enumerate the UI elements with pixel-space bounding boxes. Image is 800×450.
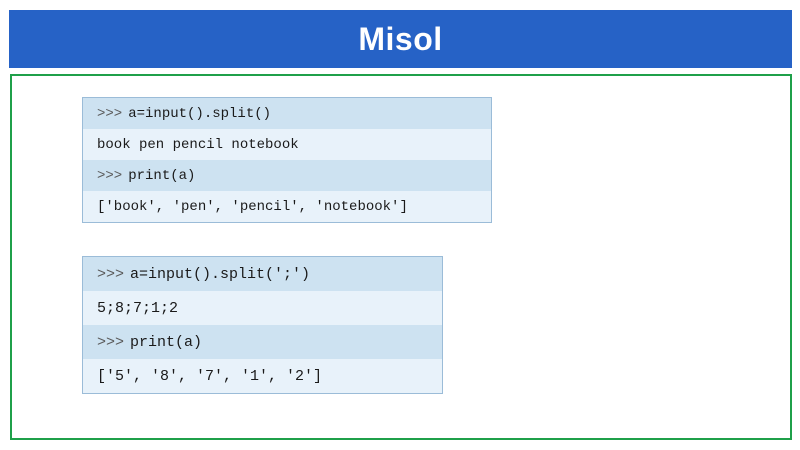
code-text: a=input().split()	[128, 105, 272, 122]
code-line-output: book pen pencil notebook	[83, 129, 491, 160]
code-text: a=input().split(';')	[130, 265, 311, 283]
prompt-symbol: >>>	[97, 333, 125, 351]
code-block-split-semicolon: >>> a=input().split(';') 5;8;7;1;2 >>> pri…	[82, 256, 443, 394]
title-banner: Misol	[9, 10, 792, 68]
prompt-symbol: >>>	[97, 265, 125, 283]
code-line-input: >>> print(a)	[83, 160, 491, 191]
code-line-input: >>> a=input().split()	[83, 98, 491, 129]
code-line-output: ['book', 'pen', 'pencil', 'notebook']	[83, 191, 491, 222]
code-line-output: 5;8;7;1;2	[83, 291, 442, 325]
output-text: ['book', 'pen', 'pencil', 'notebook']	[97, 198, 408, 215]
code-text: print(a)	[130, 333, 203, 351]
prompt-symbol: >>>	[97, 105, 123, 122]
output-text: 5;8;7;1;2	[97, 299, 179, 317]
output-text: ['5', '8', '7', '1', '2']	[97, 367, 323, 385]
code-text: print(a)	[128, 167, 196, 184]
prompt-symbol: >>>	[97, 167, 123, 184]
code-block-split-default: >>> a=input().split() book pen pencil not…	[82, 97, 492, 223]
output-text: book pen pencil notebook	[97, 136, 299, 153]
code-line-input: >>> print(a)	[83, 325, 442, 359]
code-line-output: ['5', '8', '7', '1', '2']	[83, 359, 442, 393]
code-line-input: >>> a=input().split(';')	[83, 257, 442, 291]
page-title: Misol	[358, 20, 443, 57]
